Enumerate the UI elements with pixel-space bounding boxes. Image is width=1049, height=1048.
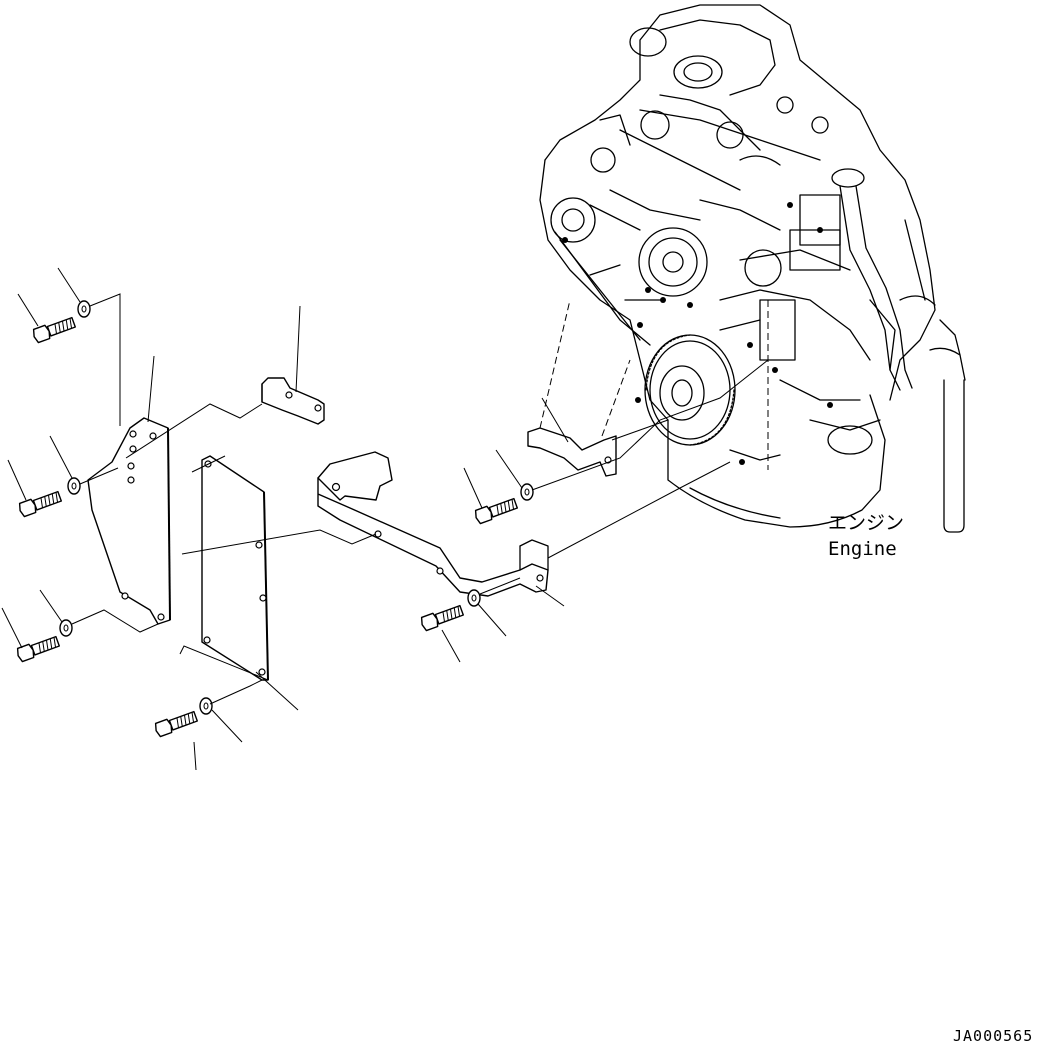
washer-4 [199,697,213,715]
right-plate [201,455,269,681]
washer-3 [59,619,73,637]
engine-label-jp: エンジン [828,512,904,534]
washer-1 [77,300,91,318]
small-bracket [527,427,617,477]
washer-6 [520,483,534,501]
bolt-4 [154,710,198,738]
upper-bracket [261,377,325,425]
left-plate [87,417,171,625]
washer-5 [467,589,481,607]
long-bar-bracket [317,451,549,597]
bolt-2 [18,490,62,518]
engine-assembly [539,4,966,533]
bolt-6 [474,497,518,525]
bolt-3 [16,635,60,663]
leader-lines [1,267,569,771]
bolt-1 [32,316,76,344]
engine-label-en: Engine [828,538,897,560]
washer-2 [67,477,81,495]
assembly-lines [71,293,769,705]
drawing-code: JA000565 [953,1027,1033,1045]
bolt-5 [420,604,464,632]
